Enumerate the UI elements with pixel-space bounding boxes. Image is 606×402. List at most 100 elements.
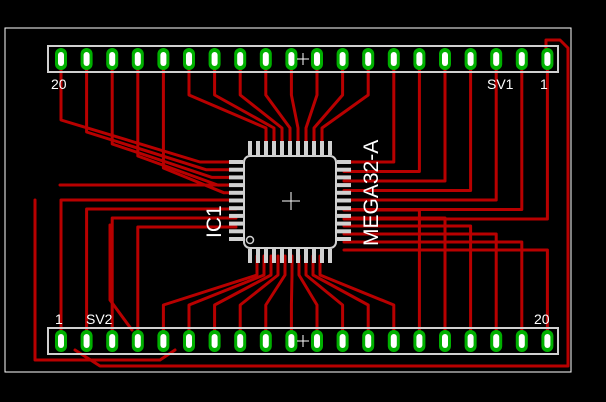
sv2-pad-hole — [365, 334, 372, 348]
sv2-pad-hole — [186, 334, 192, 348]
copper-trace — [187, 68, 268, 150]
ic1-name-label: IC1 — [203, 205, 226, 238]
ic1-pin — [337, 198, 351, 203]
ic1-pin — [304, 249, 308, 263]
ic1-pin — [337, 160, 351, 164]
ic1-pin — [328, 249, 332, 263]
ic1-pin — [229, 237, 243, 241]
ic1-pin — [337, 229, 351, 234]
sv1-origin-cross — [297, 53, 309, 65]
copper-trace — [213, 254, 273, 332]
copper-traces — [33, 38, 570, 368]
sv1-pad-hole — [467, 52, 474, 66]
ic1-pin — [304, 141, 308, 155]
sv1-pad-hole — [518, 52, 525, 66]
copper-trace — [342, 224, 473, 332]
ic1-pin — [256, 249, 260, 263]
sv2-pad-hole — [109, 334, 116, 348]
copper-trace — [320, 68, 370, 150]
sv1-pad-hole — [493, 52, 500, 66]
copper-trace — [342, 240, 524, 332]
sv1-pin-first-label: 1 — [540, 76, 548, 92]
copper-trace — [264, 68, 292, 150]
copper-trace — [187, 254, 266, 332]
ic1-pin — [248, 249, 252, 263]
copper-trace — [264, 254, 287, 332]
copper-trace — [342, 68, 447, 183]
copper-trace — [289, 68, 300, 150]
ic1-origin-cross — [282, 192, 300, 210]
copper-trace — [85, 207, 238, 332]
ic1-pin — [248, 141, 252, 155]
sv1-name-label: SV1 — [487, 76, 514, 92]
header-sv1-outline — [47, 45, 559, 73]
copper-trace — [85, 68, 238, 172]
copper-trace — [342, 68, 473, 192]
ic1-pin — [272, 249, 276, 263]
ic1-value-label: MEGA32-A — [360, 140, 383, 246]
ic1-pin — [229, 175, 243, 180]
copper-trace — [342, 208, 421, 332]
ic1-pin — [288, 249, 292, 263]
ic1-pin — [229, 160, 243, 164]
copper-trace — [213, 68, 276, 150]
sv1-pad-hole — [262, 52, 269, 66]
copper-trace — [318, 254, 396, 332]
copper-trace — [311, 254, 370, 332]
ic1-pin — [296, 141, 300, 155]
ic1-pin1-marker — [245, 235, 255, 245]
copper-trace — [161, 254, 259, 332]
copper-trace — [108, 223, 134, 332]
ic1-pin — [256, 141, 260, 155]
copper-trace — [342, 216, 447, 332]
ic1-pin — [280, 141, 284, 155]
sv2-pad-hole — [339, 334, 346, 348]
sv2-pad-hole — [442, 334, 448, 348]
header-sv2-pads — [55, 330, 554, 352]
sv2-pad-hole — [467, 334, 474, 348]
ic1-pin — [328, 141, 332, 155]
sv2-pad-hole — [390, 334, 397, 348]
sv2-pad-hole — [134, 334, 141, 348]
copper-trace — [304, 68, 319, 150]
ic1-pin — [229, 183, 243, 188]
ic1-pin — [337, 190, 351, 195]
sv2-pad-hole — [544, 334, 551, 348]
ic1-pin — [229, 206, 243, 211]
copper-trace — [342, 68, 396, 164]
ic1-pin — [229, 221, 243, 226]
sv1-pad-hole — [58, 52, 64, 66]
sv2-pad-hole — [58, 334, 64, 348]
copper-trace — [289, 254, 294, 332]
ic1-pin — [229, 167, 243, 172]
sv2-pad-hole — [262, 334, 269, 348]
sv2-pad-hole — [83, 334, 90, 348]
copper-trace — [342, 68, 421, 173]
copper-trace — [304, 254, 345, 332]
ic1-pin — [229, 198, 243, 203]
ic1-pin — [337, 206, 351, 211]
copper-trace — [312, 68, 345, 150]
sv1-pad-hole — [186, 52, 192, 66]
copper-trace — [342, 248, 549, 332]
copper-trace — [110, 216, 238, 332]
sv2-pad-hole — [314, 334, 320, 348]
sv1-pad-hole — [83, 52, 90, 66]
copper-trace — [342, 68, 498, 202]
ic1-pin — [229, 229, 243, 234]
copper-trace — [342, 232, 498, 332]
ic1-pin — [337, 213, 351, 218]
ic1-pin — [337, 221, 351, 226]
sv2-pad-hole — [211, 334, 218, 348]
copper-trace — [59, 68, 238, 164]
sv2-origin-cross — [297, 335, 309, 347]
ic1-body-outline — [243, 155, 337, 249]
sv1-pad-hole — [339, 52, 346, 66]
ic1-pin — [312, 141, 316, 155]
ic1-pin — [288, 141, 292, 155]
ic1-pin — [229, 213, 243, 218]
ic1-pin — [312, 249, 316, 263]
sv1-pad-hole — [416, 52, 423, 66]
sv1-pad-hole — [160, 52, 167, 66]
